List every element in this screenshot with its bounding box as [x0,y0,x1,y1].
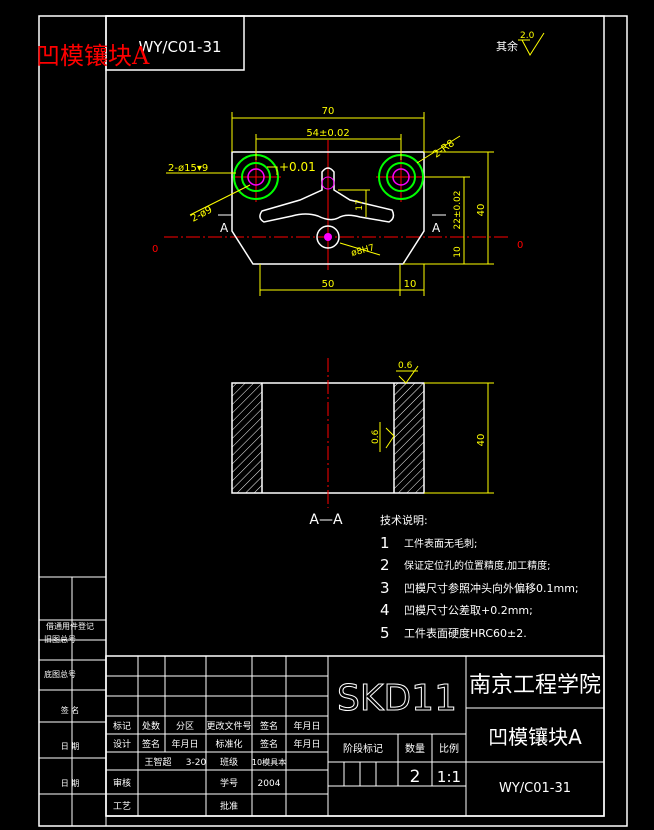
code-box [105,15,245,71]
dim-hole15: 2-ø15▾9 [168,163,208,174]
dim-50: 50 [322,279,335,290]
side-label-4: 签 名 [61,705,80,715]
dim-8h7: ø8H7 [350,243,376,259]
dim-r8: 2-R8 [431,138,456,160]
note-1-text: 工件表面无毛刺; [404,537,477,550]
tb-r4-id-label: 学号 [220,777,238,789]
qty-value: 2 [410,767,421,787]
scale-label: 比例 [439,742,459,755]
section-mark-right: A [432,221,441,235]
note-3-text: 凹模尺寸参照冲头向外偏移0.1mm; [404,581,579,595]
tb-r1-c3: 分区 [176,721,194,732]
roughness-symbol-rest [518,32,545,56]
note-4-text: 凹模尺寸公差取+0.2mm; [404,603,533,617]
note-2-text: 保证定位孔的位置精度,加工精度; [404,559,551,572]
section-mark-left: A [220,221,229,235]
tb-r5-process: 工艺 [113,801,131,812]
roughness-rest-value: 2.0 [520,31,535,41]
dim-54: 54±0.02 [306,128,349,139]
tb-r2-c2: 签名 [142,738,160,750]
side-label-3: 底图总号 [44,669,76,679]
note-1-num: 1 [380,534,390,552]
section-view [231,358,425,508]
school-name: 南京工程学院 [469,673,601,698]
tb-r3-class-label: 班级 [220,756,238,768]
dim-40-section: 40 [476,434,487,447]
pilot-hole-upper [321,176,335,190]
dim-22: 22±0.02 [453,190,463,229]
roughness-section-side: 0.6 [371,429,381,444]
dim-10h: 10 [404,279,417,290]
left-strip [38,576,107,827]
note-5-text: 工件表面硬度HRC60±2. [404,626,527,640]
tb-r4-id-value: 2004 [258,779,281,789]
tb-r2-c1: 设计 [113,738,131,750]
tb-r1-c6: 年月日 [293,720,320,732]
note-4-num: 4 [380,601,390,619]
section-label: A—A [309,512,343,528]
code-box-text: WY/C01-31 [138,38,221,56]
tb-r1-c1: 标记 [113,720,131,732]
notes-heading: 技术说明: [380,513,428,527]
dim-17: 17 [355,199,365,210]
dowel-hole-outer [316,225,340,249]
material-text: SKD11 [337,678,457,719]
tb-r1-c2: 处数 [142,720,160,732]
title-block-grid [105,655,605,817]
dim-10v: 10 [453,246,463,258]
dim-40: 40 [476,204,487,217]
tb-r2-c6: 年月日 [293,738,320,750]
roughness-section-top: 0.6 [398,361,413,371]
note-3-num: 3 [380,579,390,597]
tb-r3-designer: 王智超 [144,756,171,768]
surface-rest-label: 其余 [496,39,518,53]
dim-tol-001: +0.01 [279,160,316,174]
title-overlay: 凹模镶块A [36,42,150,70]
note-5-num: 5 [380,624,390,642]
scale-value: 1:1 [437,768,461,786]
tb-r2-c3: 年月日 [171,738,198,750]
tb-r3-date: 3-20 [186,758,207,768]
side-label-5: 日 期 [61,742,80,751]
tb-r1-c4: 更改文件号 [206,720,251,732]
tb-r3-class-value: 10模具本 [252,757,286,767]
tb-r2-c5: 签名 [260,738,278,750]
section-dimensions [379,365,494,494]
part-code: WY/C01-31 [499,781,571,796]
zero-left: 0 [152,244,158,255]
note-2-num: 2 [380,556,390,574]
tb-r2-c4: 标准化 [215,738,242,750]
tb-r4-review: 审核 [113,777,131,789]
side-label-6: 日 期 [61,779,80,788]
dim-hole9: 2-ø9 [189,204,214,224]
zero-right: 0 [517,240,523,251]
center-lines [164,140,510,270]
dimension-lines [166,112,494,296]
dim-70: 70 [322,106,335,117]
tb-r5-approve: 批准 [220,800,238,812]
tb-r1-c5: 签名 [260,720,278,732]
keyhole-slot [259,167,395,223]
qty-label: 数量 [405,742,425,755]
part-name: 凹模镶块A [488,725,582,749]
side-label-1: 借通用件登记 [46,621,94,631]
stage-label: 阶段标记 [343,742,383,755]
dowel-hole-center [324,233,332,241]
side-label-2: 旧图总号 [44,634,76,644]
